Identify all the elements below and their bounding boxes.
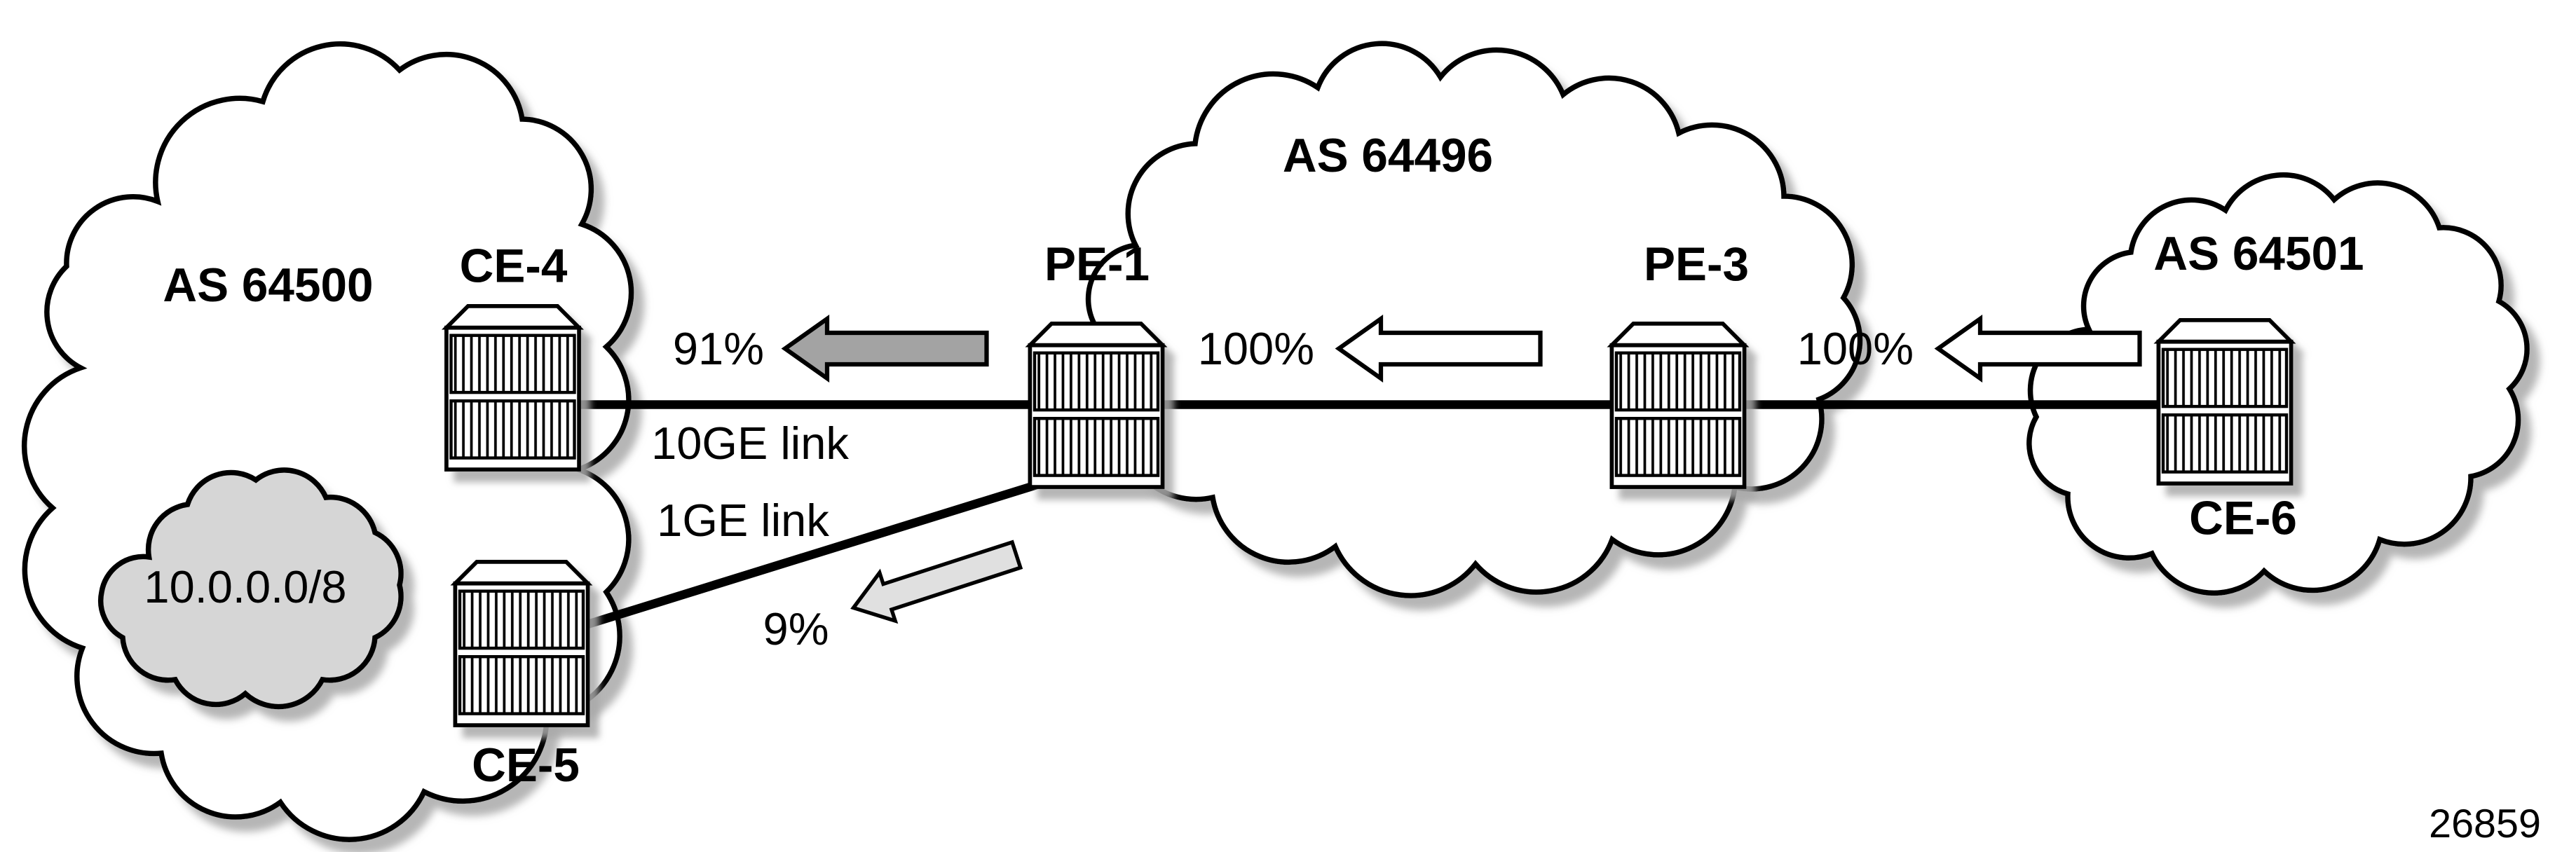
pe3-label: PE-3	[1644, 238, 1749, 291]
as64500-label: AS 64500	[163, 259, 373, 312]
link-10ge-label: 10GE link	[651, 418, 849, 469]
as64501-label: AS 64501	[2153, 228, 2364, 280]
share-91-label: 91%	[673, 323, 764, 374]
router-ce4	[447, 306, 579, 469]
router-pe3	[1611, 324, 1744, 487]
as64496-cloud	[1082, 41, 1863, 598]
ce5-label: CE-5	[472, 739, 580, 792]
ce6-label: CE-6	[2189, 493, 2297, 545]
share-100-right-label: 100%	[1797, 323, 1914, 374]
pe1-label: PE-1	[1044, 238, 1150, 291]
link-1ge-label: 1GE link	[657, 495, 829, 546]
as64496-label: AS 64496	[1283, 130, 1493, 182]
prefix-cloud	[97, 467, 404, 710]
share-9-label: 9%	[763, 603, 829, 654]
traffic-arrow-9-icon	[845, 531, 1024, 632]
traffic-arrow-91-icon	[785, 319, 987, 378]
share-100-left-label: 100%	[1198, 323, 1314, 374]
router-ce6	[2158, 320, 2291, 483]
link-pe1-ce5	[521, 465, 1088, 649]
router-pe1	[1030, 324, 1162, 487]
ce4-label: CE-4	[460, 240, 568, 293]
prefix-label: 10.0.0.0/8	[144, 561, 346, 612]
router-ce5	[455, 562, 587, 725]
figure-number: 26859	[2429, 802, 2541, 846]
